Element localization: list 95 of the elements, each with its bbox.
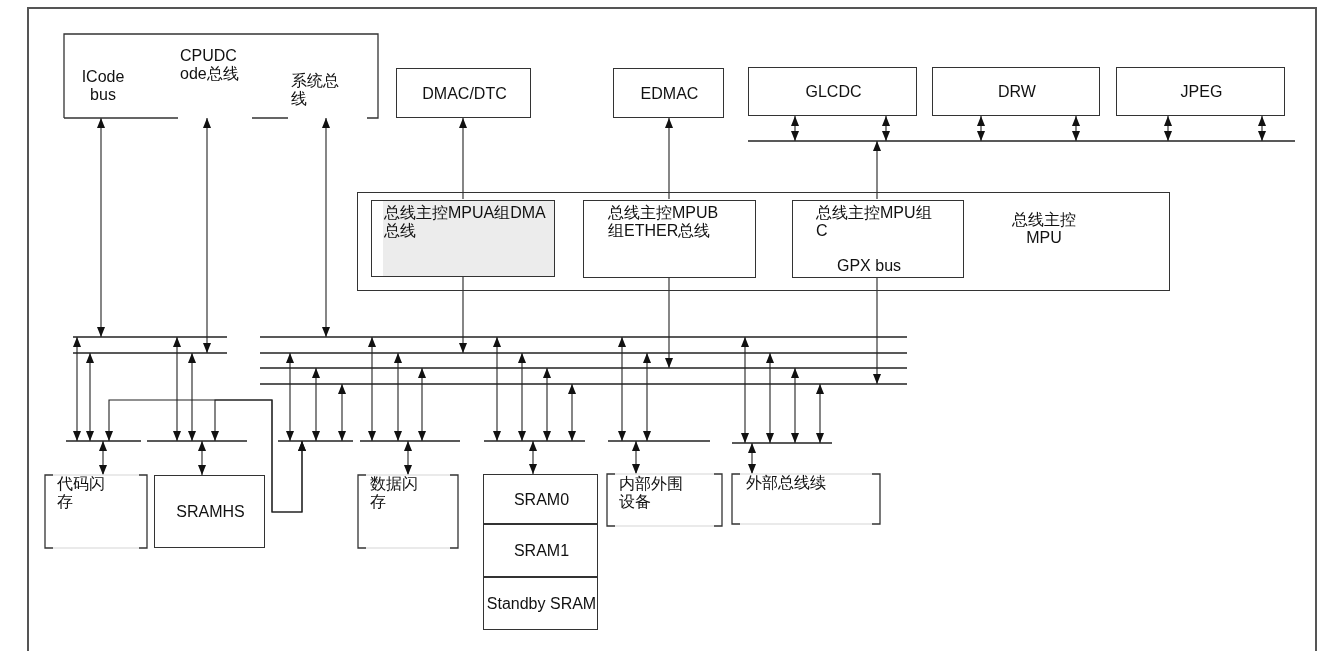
bus-line (360, 439, 460, 443)
bus-line (73, 335, 227, 339)
double-arrow (1164, 115, 1172, 142)
double-arrow (643, 352, 651, 442)
block-label: EDMAC (639, 83, 700, 104)
double-arrow (173, 336, 181, 442)
block-label: JPEG (1179, 82, 1224, 103)
bus-line (147, 439, 247, 443)
bus-line (73, 351, 227, 355)
bus-line (260, 366, 907, 370)
module-box (154, 475, 265, 548)
bus-line (484, 439, 585, 443)
block-label: 总线主控MPUB组ETHER总线 (608, 204, 720, 241)
bracket-box (358, 475, 458, 548)
double-arrow (882, 115, 890, 142)
double-arrow (286, 352, 294, 442)
module-box (483, 577, 598, 630)
block-label: SRAM0 (512, 489, 571, 510)
double-arrow (368, 336, 376, 442)
double-arrow (404, 440, 412, 476)
double-arrow (1072, 115, 1080, 142)
arrow (665, 117, 673, 200)
block-label: DRW (997, 82, 1037, 103)
block-label: GPX bus (837, 257, 903, 276)
double-arrow (748, 442, 756, 475)
arrow (665, 276, 673, 369)
module-box (483, 474, 598, 524)
double-arrow (518, 352, 526, 442)
double-arrow (198, 440, 206, 476)
double-arrow (86, 352, 94, 442)
block-label: 数据闪存 (370, 475, 419, 512)
double-arrow (312, 367, 320, 442)
arrow (459, 275, 467, 354)
arrow (873, 276, 881, 385)
bracket-box (732, 474, 880, 524)
double-arrow (529, 440, 537, 475)
module-box (932, 67, 1100, 116)
double-arrow (816, 383, 824, 444)
block-label: 代码闪存 (57, 475, 106, 512)
double-arrow (977, 115, 985, 142)
module-box (1116, 67, 1285, 116)
bus-line (260, 351, 907, 355)
double-arrow (543, 367, 551, 442)
module-box (396, 68, 531, 118)
block-label: DMAC/DTC (421, 83, 508, 104)
double-arrow (73, 336, 81, 442)
block-label: 总线主控MPUA组DMA总线 (384, 204, 547, 241)
double-arrow (338, 383, 346, 442)
double-arrow (322, 117, 330, 338)
double-arrow (99, 440, 107, 476)
block-label: 总线主控MPU组C (816, 204, 933, 241)
double-arrow (568, 383, 576, 442)
bus-line (732, 441, 832, 445)
bus-line (748, 139, 1295, 143)
bus-line (66, 439, 141, 443)
module-box (792, 200, 964, 278)
bus-line (608, 439, 710, 443)
block-label: GLCDC (804, 82, 863, 103)
double-arrow (493, 336, 501, 442)
block-label: CPUDCode总线 (180, 47, 240, 84)
double-arrow (791, 115, 799, 142)
arrow (873, 140, 881, 200)
bracket-box (607, 474, 722, 526)
block-label: 内部外围设备 (619, 475, 684, 512)
arrow (459, 117, 467, 200)
double-arrow (188, 352, 196, 442)
block-label: SRAM1 (512, 541, 571, 562)
cpu-block (64, 34, 378, 118)
group-box (357, 192, 1170, 291)
bus-line (260, 335, 907, 339)
bus-line (260, 382, 907, 386)
block-label: 系统总线 (291, 72, 340, 109)
module-box (613, 68, 724, 118)
double-arrow (1258, 115, 1266, 142)
block-label: 外部总线续 (746, 474, 827, 493)
block-label: ICode bus (80, 68, 126, 105)
module-box (583, 200, 756, 278)
double-arrow (211, 399, 306, 513)
block-label: Standby SRAM (486, 594, 597, 615)
bus-line (278, 439, 353, 443)
module-box (371, 200, 555, 277)
module-box (748, 67, 917, 116)
double-arrow (766, 352, 774, 444)
double-arrow (791, 367, 799, 444)
block-label: SRAMHS (175, 502, 246, 523)
double-arrow (97, 117, 105, 338)
double-arrow (394, 352, 402, 442)
double-arrow (203, 117, 211, 354)
bracket-box (45, 475, 147, 548)
double-arrow (418, 367, 426, 442)
double-arrow (618, 336, 626, 442)
double-arrow (741, 336, 749, 444)
double-arrow (632, 440, 640, 475)
block-label: 总线主控MPU (1011, 211, 1077, 248)
module-box (483, 524, 598, 577)
